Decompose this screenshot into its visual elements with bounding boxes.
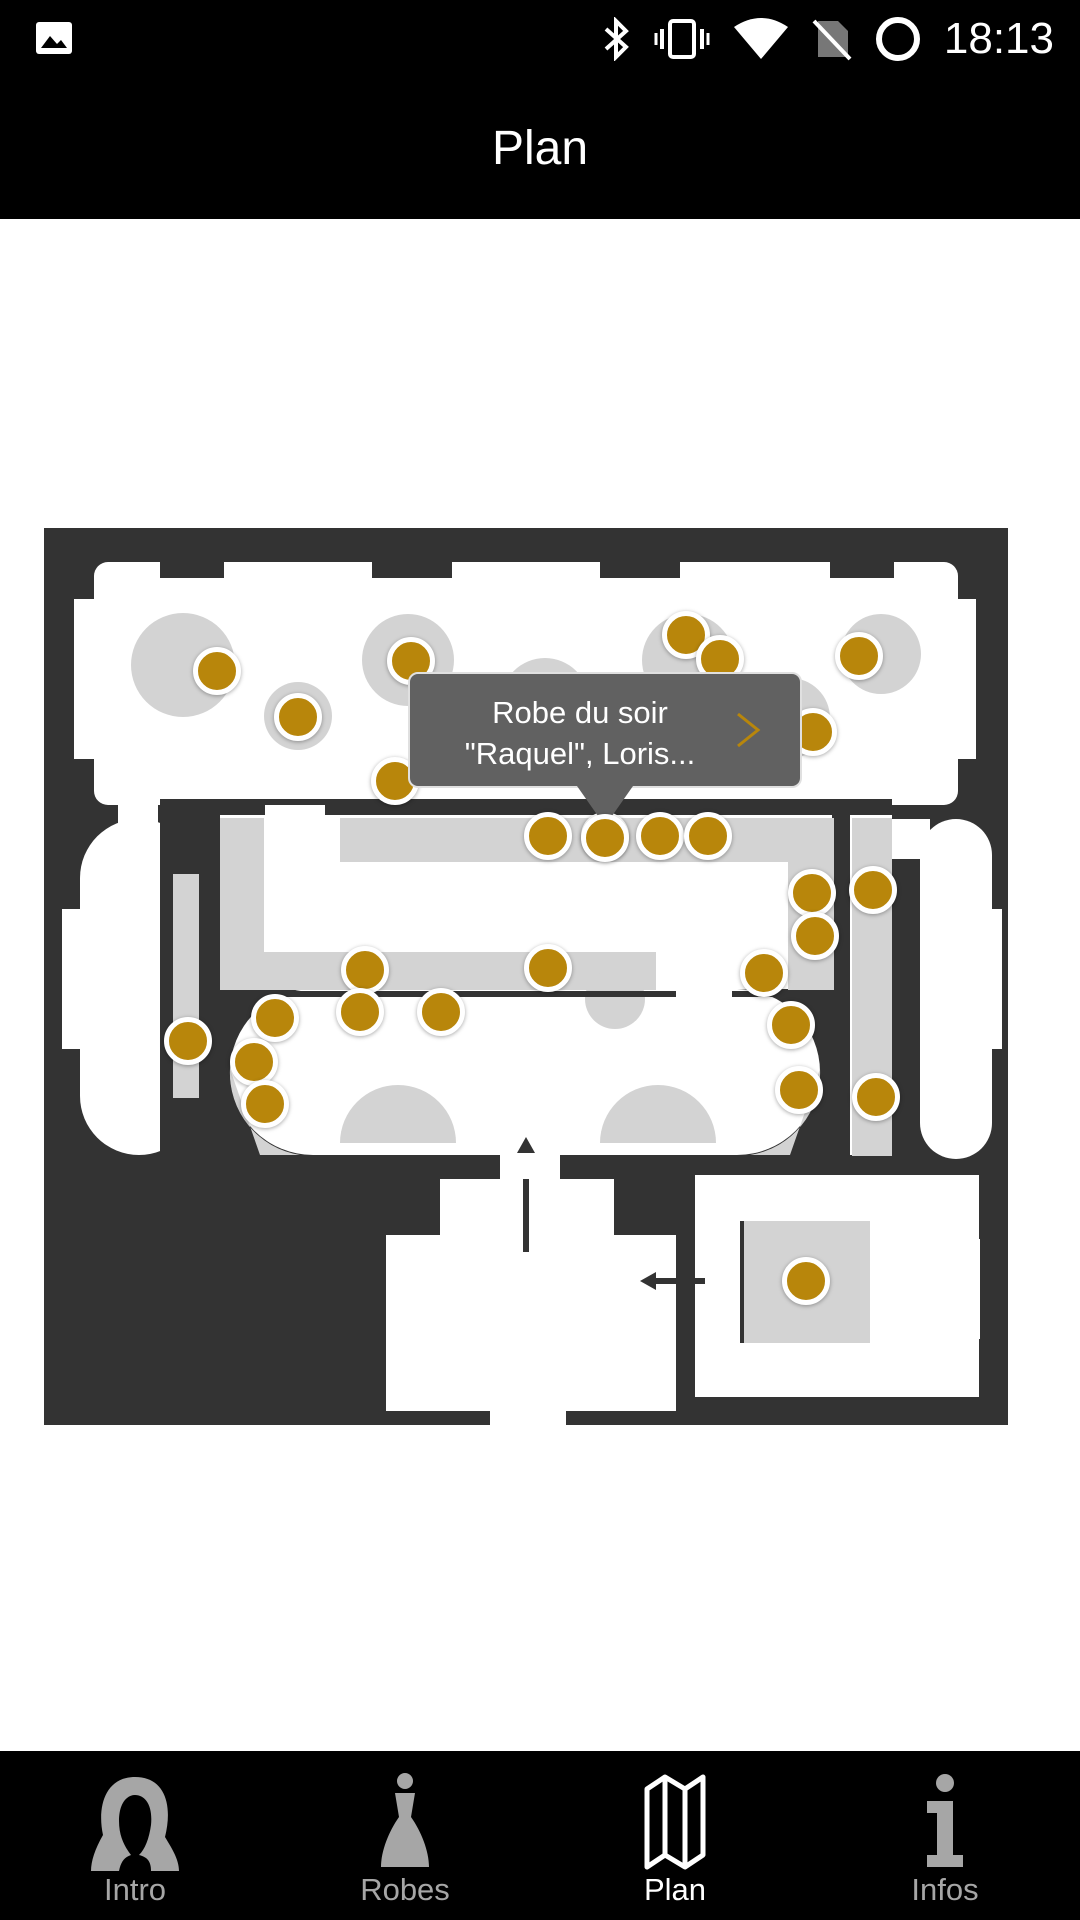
tab-label: Intro bbox=[103, 1872, 167, 1907]
app-bar: Plan bbox=[0, 78, 1080, 219]
exhibit-pin[interactable] bbox=[417, 988, 465, 1036]
exhibit-pin[interactable] bbox=[740, 949, 788, 997]
woman-silhouette-icon bbox=[91, 1777, 179, 1871]
exhibit-pin[interactable] bbox=[341, 946, 389, 994]
exhibit-pin[interactable] bbox=[164, 1017, 212, 1065]
exhibit-pin[interactable] bbox=[791, 912, 839, 960]
exhibit-pin[interactable] bbox=[782, 1257, 830, 1305]
exhibit-pin[interactable] bbox=[852, 1073, 900, 1121]
status-bar: 18:13 bbox=[0, 0, 1080, 78]
tab-infos[interactable]: Infos bbox=[810, 1751, 1080, 1920]
tab-label: Infos bbox=[911, 1872, 979, 1907]
dress-icon bbox=[381, 1773, 429, 1867]
exhibit-pin[interactable] bbox=[251, 994, 299, 1042]
tab-robes[interactable]: Robes bbox=[270, 1751, 540, 1920]
exhibit-pin[interactable] bbox=[336, 988, 384, 1036]
clock: 18:13 bbox=[943, 14, 1054, 63]
exhibit-pin[interactable] bbox=[835, 632, 883, 680]
page-title: Plan bbox=[491, 122, 589, 175]
central-oval-hall bbox=[230, 989, 820, 1155]
bottom-tab-bar: Intro Robes Plan Infos bbox=[0, 1751, 1080, 1920]
exhibit-pin[interactable] bbox=[230, 1038, 278, 1086]
vibrate-icon bbox=[654, 19, 710, 59]
tab-label: Robes bbox=[360, 1872, 450, 1907]
tab-label: Plan bbox=[643, 1872, 707, 1907]
tab-intro[interactable]: Intro bbox=[0, 1751, 270, 1920]
callout-title: Robe du soir "Raquel", Loris... bbox=[430, 692, 730, 774]
exhibit-pin[interactable] bbox=[524, 944, 572, 992]
battery-ring-icon bbox=[875, 17, 920, 61]
exhibit-pin[interactable] bbox=[524, 812, 572, 860]
exhibit-pin-selected[interactable] bbox=[581, 814, 629, 862]
callout-line-2: "Raquel", Loris... bbox=[464, 736, 696, 771]
exhibit-pin[interactable] bbox=[193, 647, 241, 695]
exhibit-pin[interactable] bbox=[274, 693, 322, 741]
callout-line-1: Robe du soir bbox=[492, 695, 668, 730]
chevron-right-icon[interactable] bbox=[732, 710, 762, 750]
exhibit-pin[interactable] bbox=[241, 1080, 289, 1128]
map-view[interactable]: Robe du soir "Raquel", Loris... bbox=[0, 219, 1080, 1751]
exhibit-pin[interactable] bbox=[849, 866, 897, 914]
wifi-icon bbox=[733, 18, 788, 59]
info-icon bbox=[927, 1774, 963, 1867]
exhibit-pin[interactable] bbox=[636, 812, 684, 860]
exhibit-callout[interactable]: Robe du soir "Raquel", Loris... bbox=[408, 672, 802, 788]
no-sim-icon bbox=[812, 19, 852, 61]
exhibit-pin[interactable] bbox=[775, 1066, 823, 1114]
exhibit-pin[interactable] bbox=[684, 812, 732, 860]
image-notification-icon bbox=[36, 22, 72, 54]
tab-plan[interactable]: Plan bbox=[540, 1751, 810, 1920]
exhibit-pin[interactable] bbox=[788, 869, 836, 917]
map-icon bbox=[644, 1774, 706, 1870]
exhibit-pin[interactable] bbox=[767, 1001, 815, 1049]
entrance-room bbox=[386, 1235, 676, 1411]
bluetooth-icon bbox=[604, 17, 629, 61]
right-oval-room bbox=[920, 819, 992, 1159]
